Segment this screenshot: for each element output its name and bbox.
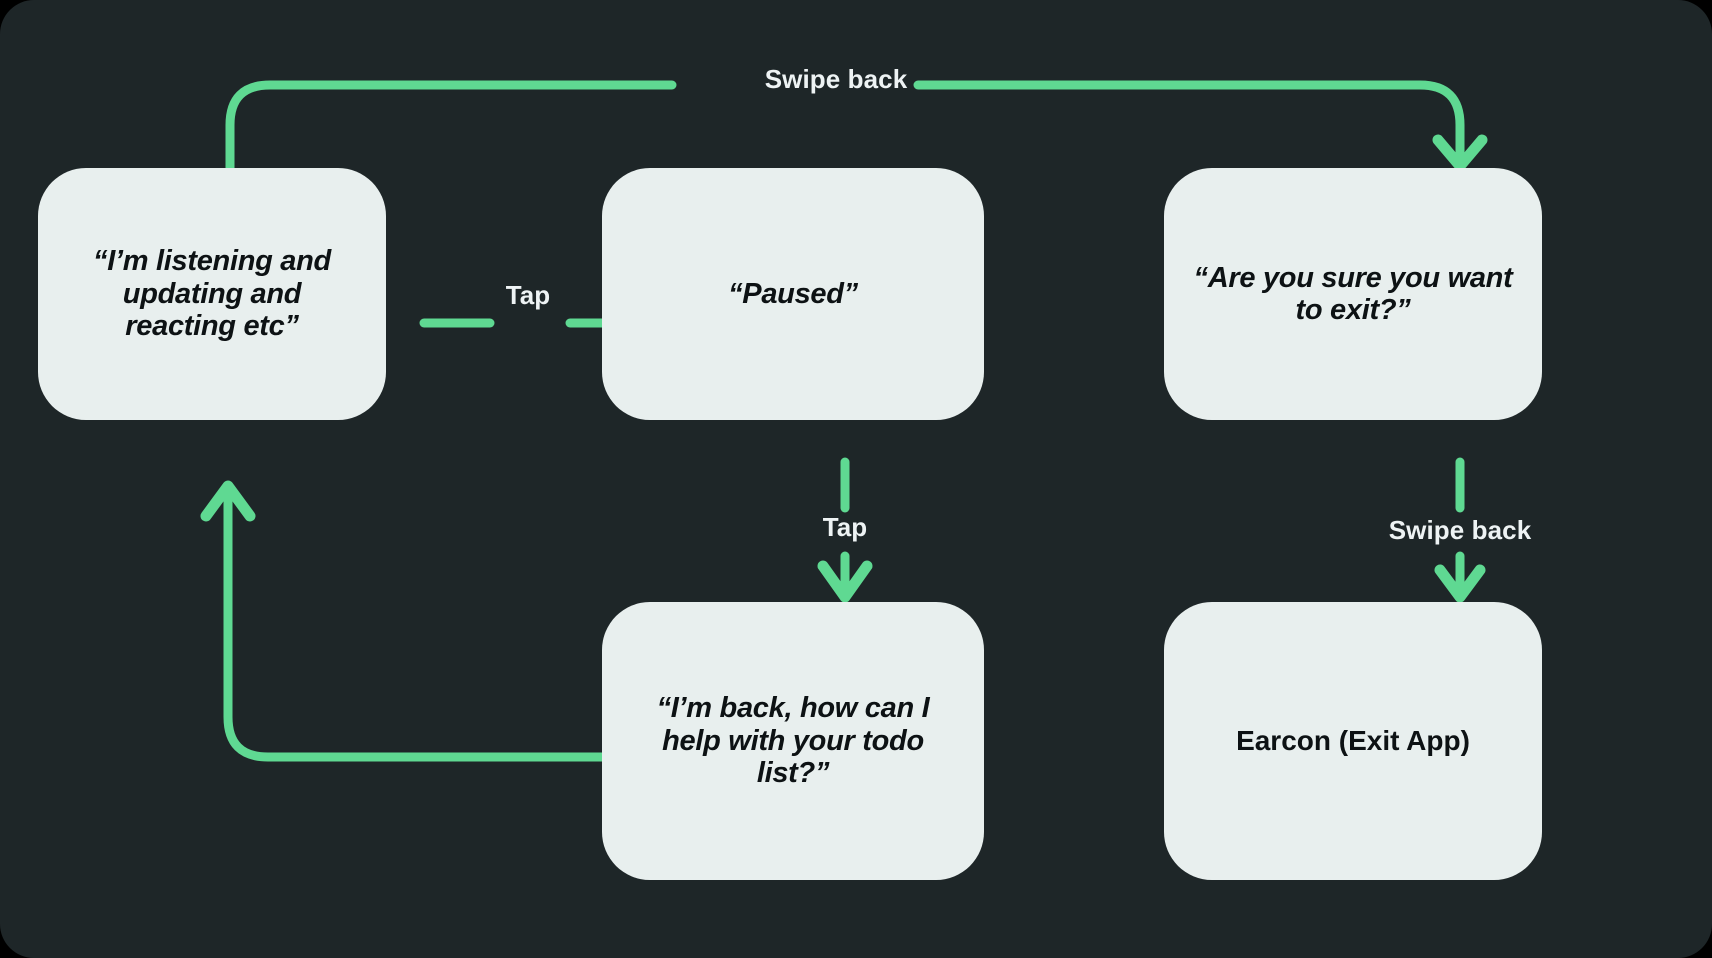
node-back[interactable]: “I’m back, how can I help with your todo… <box>602 602 984 880</box>
node-earcon[interactable]: Earcon (Exit App) <box>1164 602 1542 880</box>
edge-back-to-listening <box>200 480 645 762</box>
node-listening-label: “I’m listening and updating and reacting… <box>93 245 331 343</box>
node-earcon-label: Earcon (Exit App) <box>1236 725 1470 757</box>
edge-label-tap-listening-paused: Tap <box>505 279 551 310</box>
edge-listening-to-exit <box>225 80 1488 185</box>
node-listening[interactable]: “I’m listening and updating and reacting… <box>38 168 386 420</box>
edge-label-tap-paused-back: Tap <box>822 511 868 542</box>
node-exit-confirm[interactable]: “Are you sure you want to exit?” <box>1164 168 1542 420</box>
node-paused-label: “Paused” <box>728 277 858 310</box>
edge-label-swipe-back-top: Swipe back <box>764 63 908 94</box>
node-exit-confirm-label: “Are you sure you want to exit?” <box>1193 261 1513 326</box>
edge-label-swipe-back-exit-earcon: Swipe back <box>1388 514 1532 545</box>
node-back-label: “I’m back, how can I help with your todo… <box>656 692 930 790</box>
node-paused[interactable]: “Paused” <box>602 168 984 420</box>
